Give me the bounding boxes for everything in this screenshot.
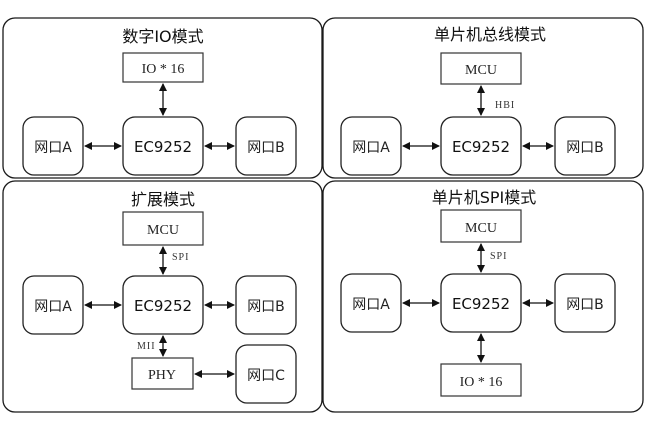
- port-a-label: 网口A: [34, 140, 72, 156]
- port-b-label: 网口B: [247, 140, 285, 156]
- hbi-label: HBI: [495, 100, 515, 111]
- phy-block: PHY: [131, 357, 194, 390]
- port-a-block: 网口A: [22, 116, 84, 176]
- panel-expansion: 扩展模式 MCU SPI EC9252 网口A 网口B MII PHY: [2, 180, 323, 413]
- io16-label: IO * 16: [142, 62, 185, 77]
- port-a-block: 网口A: [22, 275, 84, 335]
- chip-block: EC9252: [440, 273, 522, 333]
- phy-label: PHY: [148, 368, 176, 383]
- mcu-block: MCU: [440, 209, 522, 243]
- panel-border: [322, 180, 644, 413]
- mcu-label: MCU: [147, 223, 179, 238]
- chip-block: EC9252: [122, 275, 204, 335]
- panel-mcu-bus: 单片机总线模式 MCU HBI EC9252 网口A 网口B: [322, 17, 644, 179]
- port-a-block: 网口A: [340, 116, 402, 176]
- mcu-label: MCU: [465, 221, 497, 236]
- mcu-block: MCU: [122, 211, 204, 246]
- chip-block: EC9252: [122, 116, 204, 176]
- port-b-block: 网口B: [235, 116, 297, 176]
- chip-block: EC9252: [440, 116, 522, 176]
- port-b-block: 网口B: [235, 275, 297, 335]
- panel-border: [322, 17, 644, 179]
- mcu-label: MCU: [465, 63, 497, 78]
- io16-block: IO * 16: [122, 52, 204, 83]
- panel-title: 单片机总线模式: [434, 25, 546, 44]
- chip-label: EC9252: [134, 297, 192, 315]
- io16-label: IO * 16: [460, 375, 503, 390]
- panel-border: [2, 180, 323, 413]
- chip-label: EC9252: [452, 295, 510, 313]
- panel-digital-io: 数字IO模式 IO * 16 EC9252 网口A 网口B: [2, 17, 323, 179]
- chip-label: EC9252: [134, 138, 192, 156]
- panel-title: 单片机SPI模式: [432, 188, 537, 207]
- port-b-block: 网口B: [554, 116, 616, 176]
- port-b-label: 网口B: [566, 140, 604, 156]
- chip-label: EC9252: [452, 138, 510, 156]
- mii-label: MII: [137, 341, 156, 352]
- port-c-label: 网口C: [247, 368, 285, 384]
- port-a-label: 网口A: [352, 297, 390, 313]
- port-c-block: 网口C: [235, 344, 297, 404]
- panel-title: 扩展模式: [131, 190, 195, 209]
- port-b-block: 网口B: [554, 273, 616, 333]
- port-a-label: 网口A: [352, 140, 390, 156]
- spi-label: SPI: [490, 251, 507, 262]
- panel-mcu-spi: 单片机SPI模式 MCU SPI EC9252 网口A 网口B IO * 16: [322, 180, 644, 413]
- spi-label: SPI: [172, 252, 189, 263]
- port-b-label: 网口B: [247, 299, 285, 315]
- port-b-label: 网口B: [566, 297, 604, 313]
- mcu-block: MCU: [440, 52, 522, 85]
- panel-title: 数字IO模式: [122, 27, 203, 46]
- port-a-label: 网口A: [34, 299, 72, 315]
- port-a-block: 网口A: [340, 273, 402, 333]
- panel-border: [2, 17, 323, 179]
- io16-block: IO * 16: [440, 363, 522, 397]
